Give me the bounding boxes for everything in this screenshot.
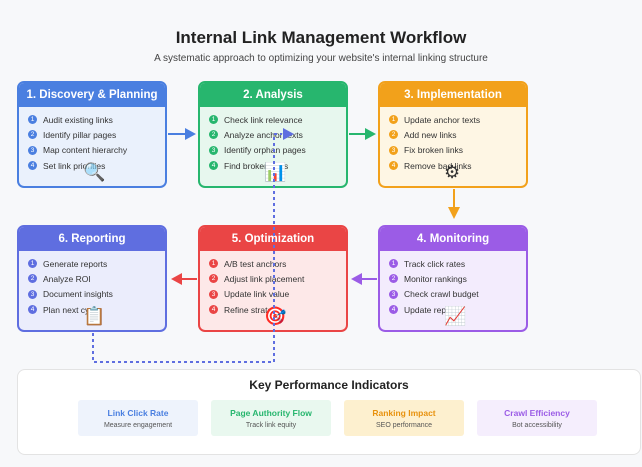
kpi-ranking-impact: Ranking Impact SEO performance (344, 400, 464, 436)
kpi-panel: Key Performance Indicators Link Click Ra… (17, 369, 641, 455)
kpi-description: Track link equity (245, 422, 297, 429)
kpi-crawl-efficiency: Crawl Efficiency Bot accessibility (477, 400, 597, 436)
gear-icon: ⚙ (444, 162, 461, 182)
kpi-label: Page Authority Flow (230, 408, 312, 418)
arrow-feedback-loop (92, 128, 294, 363)
arrow-monitoring-to-optimization (351, 273, 377, 285)
page-title: Internal Link Management Workflow (175, 28, 467, 47)
kpi-page-authority-flow: Page Authority Flow Track link equity (211, 400, 331, 436)
card-title: 2. Analysis (200, 83, 346, 107)
kpi-label: Link Click Rate (107, 408, 169, 418)
bar-chart-icon: 📊 (264, 162, 287, 182)
arrow-optimization-to-reporting (171, 273, 197, 285)
kpi-description: Measure engagement (103, 422, 173, 429)
card-title: 4. Monitoring (380, 227, 526, 251)
card-title: 3. Implementation (380, 83, 526, 107)
arrow-analysis-to-implementation (349, 128, 376, 140)
trend-chart-icon: 📈 (444, 306, 467, 326)
arrow-discovery-to-analysis (168, 128, 196, 140)
card-title: 6. Reporting (19, 227, 165, 251)
arrow-implementation-to-monitoring (448, 189, 460, 219)
kpi-label: Crawl Efficiency (504, 408, 570, 418)
kpi-description: Bot accessibility (512, 422, 562, 429)
target-icon: 🎯 (264, 306, 287, 326)
kpi-title: Key Performance Indicators (249, 378, 409, 392)
magnifier-icon: 🔍 (83, 162, 106, 182)
card-title: 1. Discovery & Planning (19, 83, 165, 107)
kpi-description: SEO performance (375, 422, 433, 429)
clipboard-icon: 📋 (83, 306, 106, 326)
page-subtitle: A systematic approach to optimizing your… (154, 53, 488, 64)
kpi-link-click-rate: Link Click Rate Measure engagement (78, 400, 198, 436)
kpi-label: Ranking Impact (372, 408, 436, 418)
